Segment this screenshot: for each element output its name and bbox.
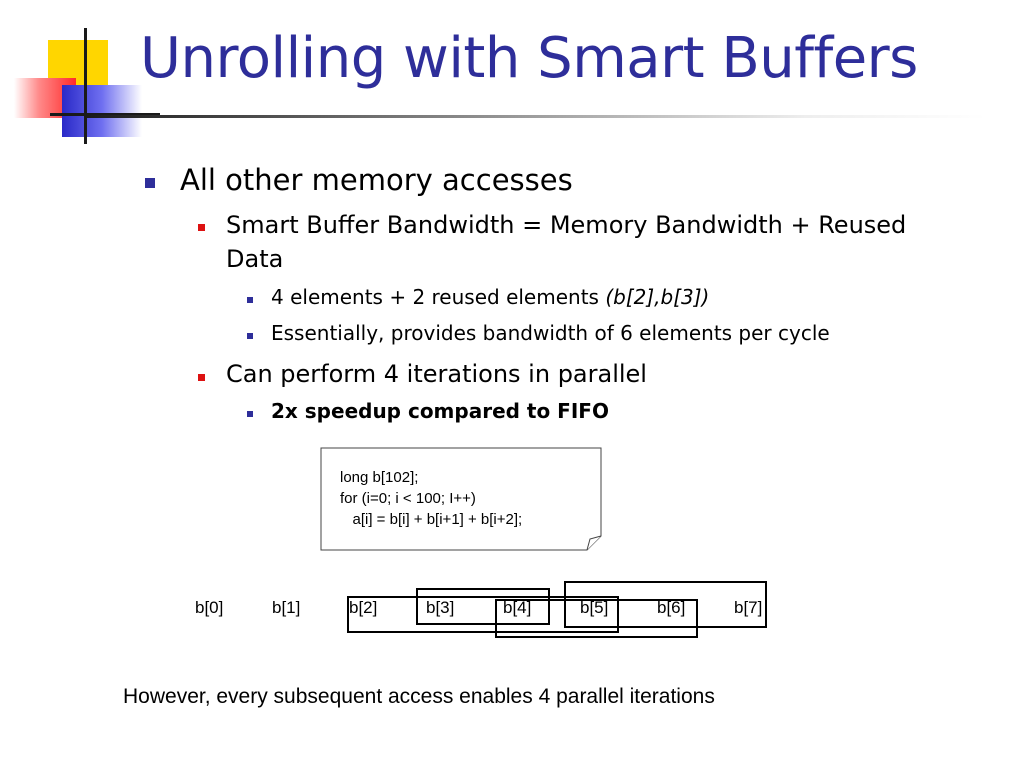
slide-title: Unrolling with Smart Buffers [140, 26, 918, 91]
buffer-cell-3: b[3] [426, 598, 455, 617]
bullet-marker-l1 [145, 178, 155, 188]
logo-blue-square [62, 85, 142, 137]
buffer-cell-6: b[6] [657, 598, 686, 617]
code-line-declaration: long b[102]; [340, 469, 419, 486]
logo-horizontal-line [50, 113, 160, 116]
buffer-cell-5: b[5] [580, 598, 609, 617]
bullet-all-other-memory: All other memory accesses [180, 163, 573, 197]
code-snippet: long b[102]; for (i=0; i < 100; I++) a[i]… [340, 467, 522, 530]
bullet-four-elements-text: 4 elements + 2 reused elements [271, 285, 606, 309]
bullet-marker-l2 [198, 374, 205, 381]
code-line-body: a[i] = b[i] + b[i+1] + b[i+2]; [340, 511, 523, 528]
buffer-window-frame [416, 588, 550, 625]
code-line-for-loop: for (i=0; i < 100; I++) [340, 490, 476, 507]
buffer-cell-2: b[2] [349, 598, 378, 617]
buffer-window-frame [564, 581, 767, 628]
footer-note: However, every subsequent access enables… [123, 685, 715, 708]
buffer-cell-4: b[4] [503, 598, 532, 617]
slide-logo-decoration [0, 0, 160, 150]
title-divider [86, 115, 986, 118]
logo-vertical-line [84, 28, 87, 144]
bullet-marker-l3 [247, 333, 253, 339]
bullet-smart-buffer-bandwidth: Smart Buffer Bandwidth = Memory Bandwidt… [226, 211, 907, 273]
bullet-marker-l3 [247, 411, 253, 417]
bullet-four-elements-italic: (b[2],b[3]) [605, 285, 710, 309]
buffer-window-frame [347, 596, 619, 633]
code-note-box: long b[102]; for (i=0; i < 100; I++) a[i]… [320, 447, 602, 551]
bullet-marker-l2 [198, 224, 205, 231]
bullet-essentially: Essentially, provides bandwidth of 6 ele… [271, 321, 830, 345]
buffer-cell-7: b[7] [734, 598, 763, 617]
bullet-four-iterations: Can perform 4 iterations in parallel [226, 360, 647, 388]
buffer-cell-1: b[1] [272, 598, 301, 617]
buffer-cell-0: b[0] [195, 598, 224, 617]
buffer-window-frame [495, 599, 698, 638]
bullet-four-elements: 4 elements + 2 reused elements (b[2],b[3… [271, 285, 709, 309]
bullet-marker-l3 [247, 297, 253, 303]
note-outline [320, 447, 602, 551]
bullet-speedup: 2x speedup compared to FIFO [271, 399, 609, 423]
